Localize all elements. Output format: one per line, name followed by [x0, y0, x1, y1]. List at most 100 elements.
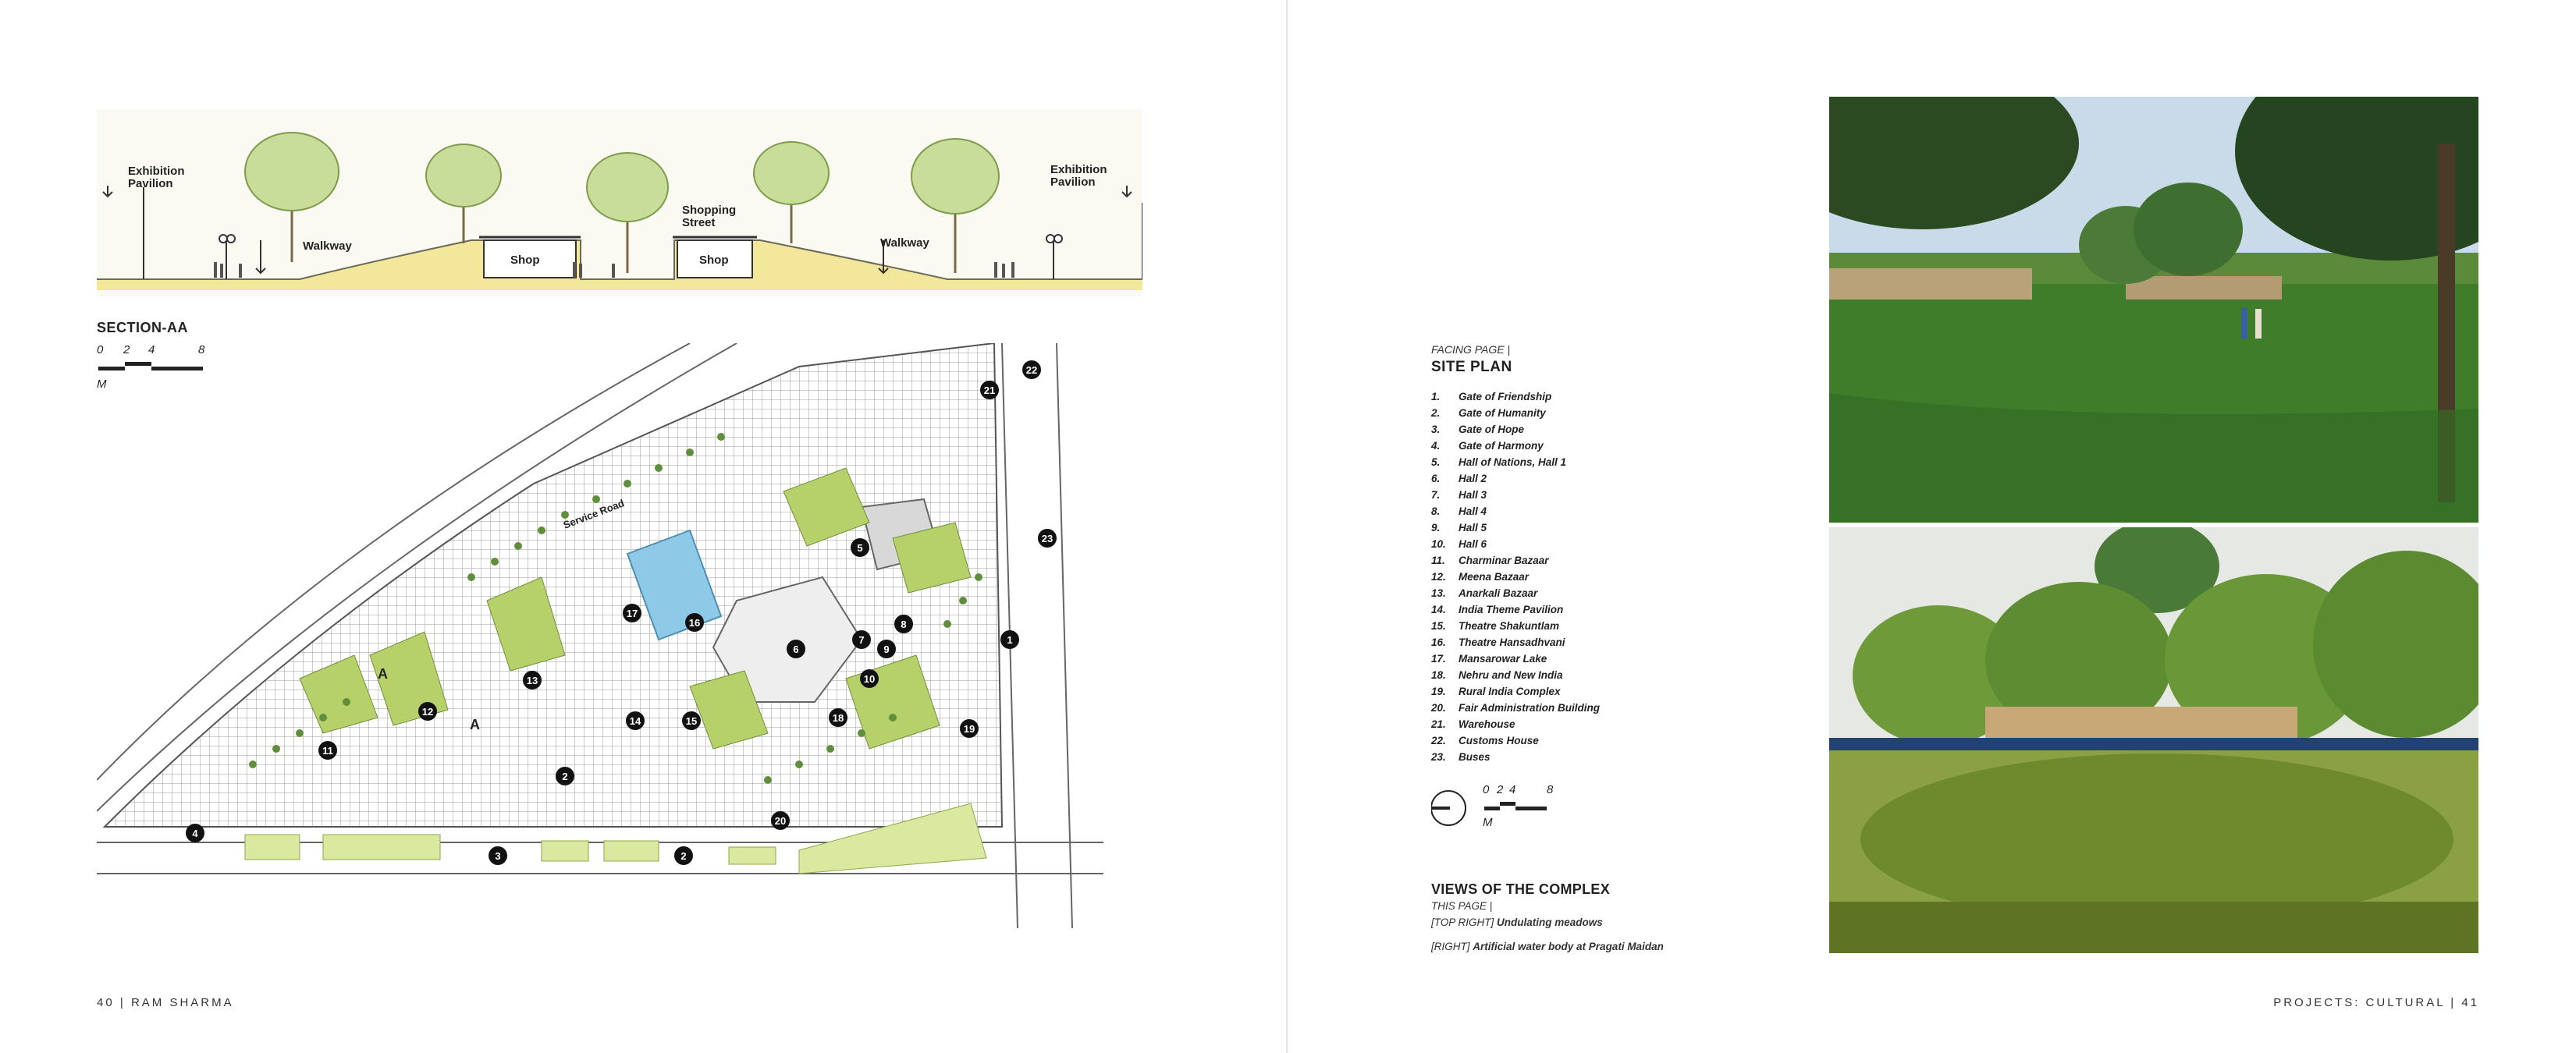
- this-page-label: THIS PAGE |: [1431, 900, 1493, 912]
- scale-tick: 8: [1547, 783, 1554, 796]
- footer-left: 40 | RAM SHARMA: [97, 996, 234, 1009]
- legend-item-label: Anarkali Bazaar: [1459, 587, 1538, 599]
- legend-item: 2.Gate of Humanity: [1431, 405, 1712, 421]
- scale-bar: [98, 362, 203, 370]
- plan-scale: 0 2 4 8 M: [1431, 780, 1634, 835]
- page-number-left: 40: [97, 996, 115, 1009]
- plan-marker: 23: [1038, 529, 1057, 548]
- legend-item: 14.India Theme Pavilion: [1431, 601, 1712, 618]
- plan-marker-number: 2: [680, 850, 686, 862]
- plan-marker: 17: [623, 604, 641, 622]
- site-grid: [102, 343, 1004, 828]
- legend-item-number: 14.: [1431, 604, 1446, 615]
- legend-item-label: Gate of Friendship: [1459, 391, 1552, 402]
- plan-marker: 18: [829, 708, 847, 727]
- plan-marker: 6: [787, 640, 805, 658]
- north-arrow: [1431, 790, 1466, 826]
- plan-marker-number: 11: [322, 745, 333, 757]
- legend-item: 22.Customs House: [1431, 732, 1712, 749]
- plan-marker-number: 16: [689, 617, 700, 629]
- legend-item-label: Mansarowar Lake: [1459, 653, 1547, 665]
- plan-marker: 13: [523, 671, 542, 690]
- legend-item-label: Theatre Hansadhvani: [1459, 636, 1565, 648]
- scale-tick: 4: [148, 343, 155, 356]
- scale-tick: 0: [97, 343, 104, 356]
- legend-item: 10. Hall 6: [1431, 536, 1712, 552]
- ground-line: [97, 239, 1142, 280]
- shop-right-label: Shop: [699, 254, 729, 267]
- legend-item-number: 6.: [1431, 473, 1441, 484]
- plan-marker-number: 5: [857, 542, 862, 554]
- facing-page-label: FACING PAGE |: [1431, 343, 1511, 356]
- legend-item-number: 19.: [1431, 686, 1446, 697]
- legend-item-label: Hall 3: [1459, 489, 1487, 501]
- legend-item-number: 3.: [1431, 424, 1441, 435]
- section-name: PROJECTS: CULTURAL: [2273, 996, 2446, 1009]
- shopping-street-label: Shopping Street: [682, 204, 737, 229]
- plan-marker-number: 21: [984, 385, 995, 396]
- legend-item-label: Hall of Nations, Hall 1: [1459, 456, 1567, 468]
- legend-item-label: Hall 6: [1459, 538, 1487, 550]
- legend-item-label: Warehouse: [1459, 718, 1515, 730]
- meadow-photo: [1829, 97, 2478, 523]
- caption-tag: [RIGHT]: [1431, 941, 1470, 952]
- legend-item-number: 1.: [1431, 391, 1441, 402]
- plan-marker-number: 8: [901, 619, 906, 630]
- shop-left-box: [483, 239, 577, 278]
- legend-item-number: 15.: [1431, 620, 1446, 632]
- shop-left-label: Shop: [510, 254, 540, 267]
- page-gutter: [1286, 0, 1288, 1053]
- central-plaza: [712, 576, 863, 703]
- scale-tick: 8: [198, 343, 205, 356]
- legend-item-label: Rural India Complex: [1459, 686, 1561, 697]
- plan-marker: 19: [960, 719, 979, 738]
- caption-text: Artificial water body at Pragati Maidan: [1473, 941, 1664, 952]
- section-trees: [244, 132, 1000, 273]
- legend-item: 11.Charminar Bazaar: [1431, 552, 1712, 569]
- plan-marker: 20: [771, 811, 790, 830]
- legend-item: 21.Warehouse: [1431, 716, 1712, 732]
- legend-item-label: Customs House: [1459, 735, 1539, 746]
- legend-item: 23. Buses: [1431, 749, 1712, 765]
- caption-top-right: [TOP RIGHT] Undulating meadows: [1431, 914, 1743, 931]
- scale-tick: 2: [1497, 783, 1504, 796]
- water-body-photo-svg: [1829, 527, 2478, 953]
- legend-item: 13.Anarkali Bazaar: [1431, 585, 1712, 601]
- plan-marker-number: 7: [858, 634, 864, 646]
- plan-marker-number: 2: [562, 771, 567, 782]
- plan-trees: [249, 433, 982, 784]
- legend-item-label: Hall 2: [1459, 473, 1487, 484]
- ground-fill: [97, 240, 1142, 290]
- legend-item-number: 17.: [1431, 653, 1446, 665]
- caption-tag: [TOP RIGHT]: [1431, 916, 1494, 928]
- plan-marker-number: 17: [627, 608, 638, 619]
- shop-right-box: [677, 239, 753, 278]
- legend-item: 6. Hall 2: [1431, 470, 1712, 487]
- plan-marker: 12: [418, 702, 437, 721]
- legend-item-label: Gate of Harmony: [1459, 440, 1544, 452]
- legend-item-number: 10.: [1431, 538, 1446, 550]
- plan-marker: 16: [685, 613, 704, 632]
- plan-marker: 3: [489, 846, 507, 865]
- plan-marker-number: 14: [630, 715, 641, 727]
- walkway-right-label: Walkway: [880, 236, 929, 250]
- legend-item: 3. Gate of Hope: [1431, 421, 1712, 438]
- legend-item: 15.Theatre Shakuntlam: [1431, 618, 1712, 634]
- legend-item-number: 11.: [1431, 555, 1445, 566]
- legend-item-number: 23.: [1431, 751, 1446, 763]
- legend-item: 5.Hall of Nations, Hall 1: [1431, 454, 1712, 470]
- legend-item-label: Buses: [1459, 751, 1491, 763]
- legend-item-label: Gate of Hope: [1459, 424, 1525, 435]
- green-strips: [244, 803, 987, 874]
- section-marker-a: A: [470, 717, 480, 732]
- plan-marker-number: 13: [527, 675, 538, 686]
- section-scale: 0 2 4 8 M: [97, 343, 222, 391]
- legend-item: 1. Gate of Friendship: [1431, 388, 1712, 405]
- legend-item-label: Fair Administration Building: [1459, 702, 1600, 714]
- views-title: VIEWS OF THE COMPLEX: [1431, 881, 1611, 897]
- legend-item: 18.Nehru and New India: [1431, 667, 1712, 683]
